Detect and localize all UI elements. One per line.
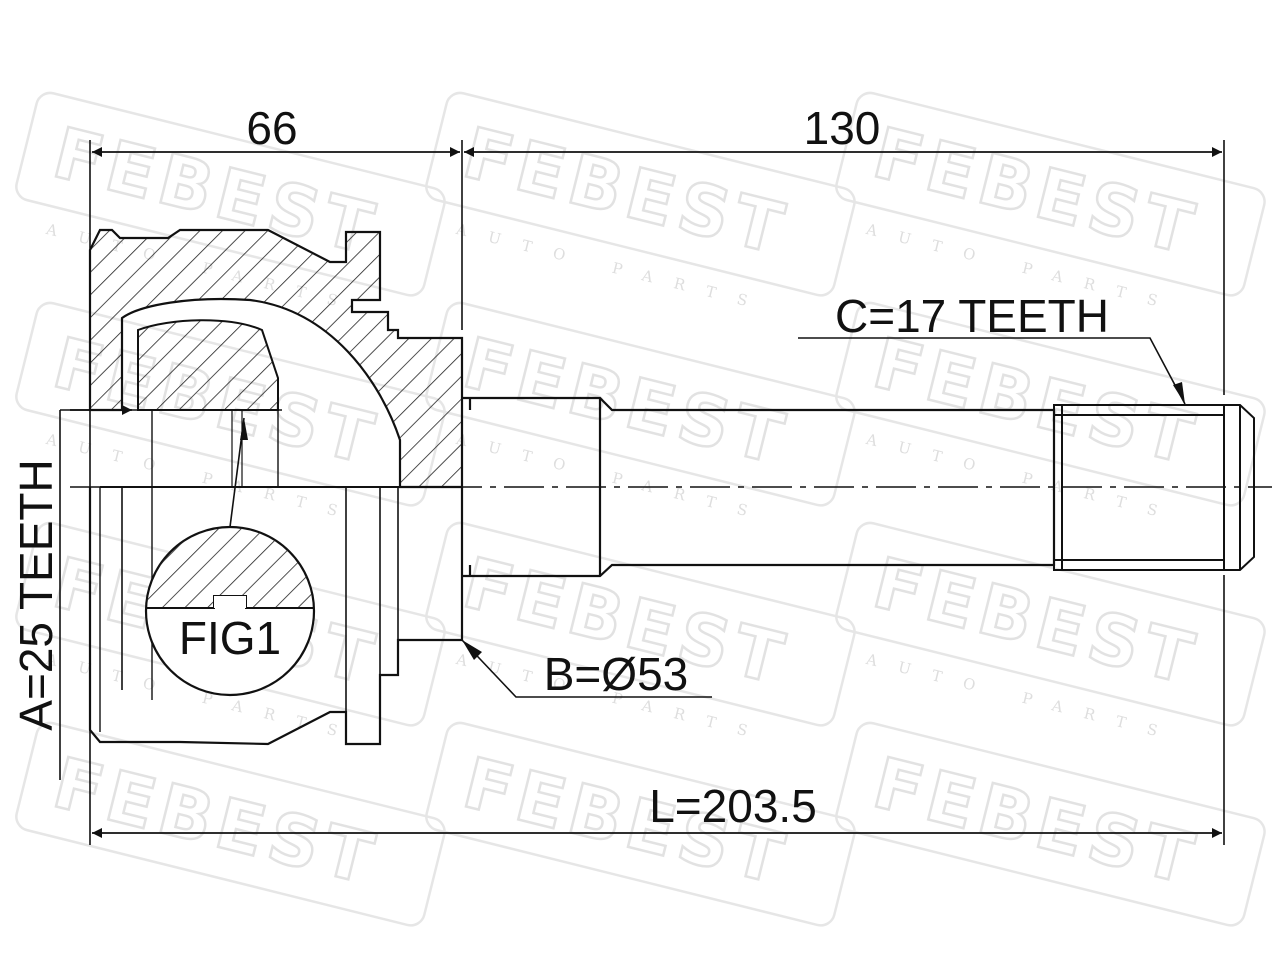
leader-outer-spline xyxy=(798,337,1186,405)
leader-seal-diameter-arrow xyxy=(462,640,482,660)
dimension-right-length: 130 xyxy=(804,102,881,154)
leader-outer-spline-arrow xyxy=(1173,382,1185,404)
watermark-layer: FEBEST AUTO PARTS FEBEST AUTO PARTS FEBE… xyxy=(15,91,1266,927)
outer-spline xyxy=(1053,404,1255,571)
dimension-left-length: 66 xyxy=(246,102,297,154)
dimension-seal-diameter: B=Ø53 xyxy=(544,648,689,700)
dimension-total-length: L=203.5 xyxy=(649,780,817,832)
dimension-outer-spline: C=17 TEETH xyxy=(835,290,1109,342)
fig1-label: FIG1 xyxy=(179,612,281,664)
leader-seal-diameter xyxy=(461,639,712,698)
outer-housing xyxy=(88,228,464,746)
dimension-inner-spline: A=25 TEETH xyxy=(10,459,62,730)
